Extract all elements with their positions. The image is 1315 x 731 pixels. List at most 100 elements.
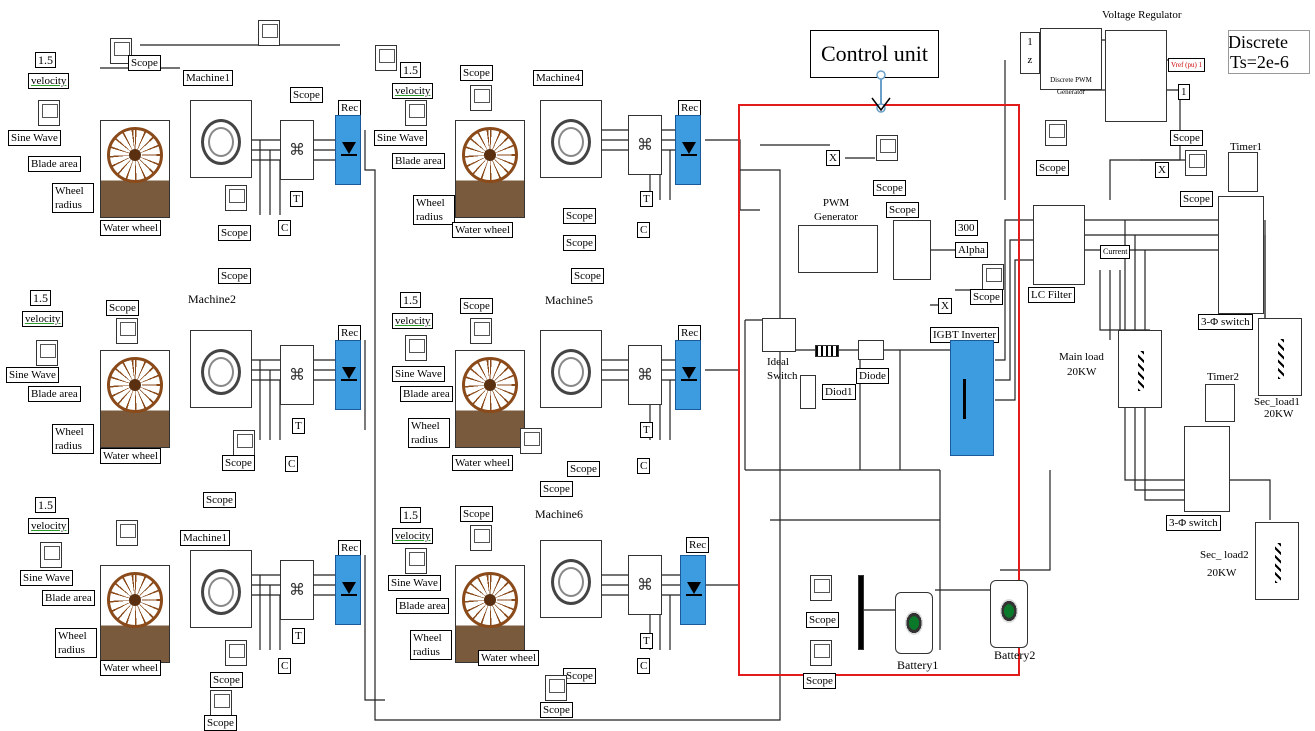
control-unit-pointer [868, 70, 894, 114]
scope-block[interactable] [1185, 150, 1207, 176]
rectifier-block-3[interactable] [335, 555, 361, 625]
diode-icon [682, 142, 696, 154]
diode-block[interactable] [858, 340, 884, 360]
water-wheel-block-3[interactable] [100, 565, 170, 663]
product-x-1[interactable]: X [826, 150, 840, 166]
scope-label: Scope [460, 298, 493, 314]
transformer-block-2[interactable]: ⌘ [280, 345, 314, 405]
scope-block[interactable] [225, 185, 247, 211]
rectifier-block-4[interactable] [675, 115, 701, 185]
scope-block[interactable] [116, 318, 138, 344]
scope-block[interactable] [1045, 120, 1067, 146]
sec-load2-block[interactable] [1255, 522, 1299, 600]
lc-filter-block[interactable] [1033, 205, 1085, 285]
wheel-radius-label-1: Wheel radius [52, 183, 94, 213]
ideal-switch-block[interactable] [762, 318, 796, 352]
transformer-block-6[interactable]: ⌘ [628, 555, 662, 615]
battery1-block[interactable] [895, 592, 933, 654]
pwm-generator-block[interactable] [798, 225, 878, 273]
transformer-block-5[interactable]: ⌘ [628, 345, 662, 405]
scope-label: Scope [128, 55, 161, 71]
wheel-radius-label-5: Wheel radius [408, 418, 450, 448]
sine-wave-block-6[interactable] [405, 548, 427, 574]
scope-block[interactable] [225, 640, 247, 666]
scope-label: Scope [210, 672, 243, 688]
scope-block[interactable] [470, 318, 492, 344]
timer2-block[interactable] [1205, 384, 1235, 422]
diode-bar-icon [681, 154, 697, 156]
water-wheel-block-1[interactable] [100, 120, 170, 218]
product-x-2[interactable]: X [938, 298, 952, 314]
scope-block[interactable] [520, 428, 542, 454]
scope-block[interactable] [210, 690, 232, 716]
sine-wave-block-1[interactable] [38, 100, 60, 126]
rec-label-4: Rec [678, 100, 701, 116]
synchronous-machine-1[interactable] [190, 100, 252, 178]
scope-block[interactable] [810, 575, 832, 601]
water-wheel-block-4[interactable] [455, 120, 525, 218]
diod1-label: Diod1 [822, 384, 856, 400]
t-label-3: T [292, 628, 305, 644]
velocity-constant-5[interactable]: 1.5 [400, 292, 421, 308]
machine-core-icon [558, 127, 584, 157]
rectifier-block-6[interactable] [680, 555, 706, 625]
water-wheel-block-2[interactable] [100, 350, 170, 448]
synchronous-machine-5[interactable] [540, 330, 602, 408]
synchronous-machine-3[interactable] [190, 550, 252, 628]
rectifier-block-2[interactable] [335, 340, 361, 410]
scope-block-multi[interactable] [893, 220, 931, 280]
scope-block[interactable] [810, 640, 832, 666]
velocity-constant-1[interactable]: 1.5 [35, 52, 56, 68]
sine-wave-block-5[interactable] [405, 335, 427, 361]
scope-label: Scope [203, 492, 236, 508]
velocity-constant-6[interactable]: 1.5 [400, 507, 421, 523]
sec-load1-block[interactable] [1258, 318, 1302, 396]
timer1-block[interactable] [1228, 152, 1258, 192]
scope-block[interactable] [470, 85, 492, 111]
battery2-block[interactable] [990, 580, 1028, 648]
transformer-block-4[interactable]: ⌘ [628, 115, 662, 175]
main-load-block[interactable] [1118, 330, 1162, 408]
velocity-constant-4[interactable]: 1.5 [400, 62, 421, 78]
machine-core-icon [208, 577, 234, 607]
three-phase-switch-2[interactable] [1184, 426, 1230, 512]
sine-wave-block-2[interactable] [36, 340, 58, 366]
three-phase-switch-1[interactable] [1218, 196, 1264, 314]
sec-load2-label-1: Sec_ load2 [1198, 548, 1251, 562]
t-label-5: T [640, 422, 653, 438]
igbt-inverter-block[interactable] [950, 340, 994, 456]
synchronous-machine-2[interactable] [190, 330, 252, 408]
diod1-block[interactable] [800, 375, 816, 409]
rectifier-block-5[interactable] [675, 340, 701, 410]
scope-block[interactable] [982, 264, 1004, 290]
scope-block[interactable] [545, 675, 567, 701]
wheel-hub-icon [129, 594, 141, 606]
scope-block[interactable] [233, 430, 255, 456]
sine-wave-block-4[interactable] [405, 100, 427, 126]
scope-block[interactable] [470, 525, 492, 551]
voltage-regulator-block[interactable] [1105, 30, 1167, 122]
scope-block[interactable] [258, 20, 280, 46]
water-wheel-block-6[interactable] [455, 565, 525, 663]
product-x-3[interactable]: X [1155, 162, 1169, 178]
transformer-block-1[interactable]: ⌘ [280, 120, 314, 180]
scope-block[interactable] [375, 45, 397, 71]
rectifier-block-1[interactable] [335, 115, 361, 185]
water-wheel-block-5[interactable] [455, 350, 525, 448]
alpha-constant[interactable]: 300 [955, 220, 978, 236]
velocity-constant-2[interactable]: 1.5 [30, 290, 51, 306]
sine-wave-block-3[interactable] [40, 542, 62, 568]
scope-block[interactable] [116, 520, 138, 546]
transformer-block-3[interactable]: ⌘ [280, 560, 314, 620]
diode-icon [687, 582, 701, 594]
scope-block[interactable] [876, 135, 898, 161]
powergui-block[interactable] [1228, 30, 1310, 74]
synchronous-machine-4[interactable] [540, 100, 602, 178]
water-wheel-label-4: Water wheel [452, 222, 513, 238]
machine-core-icon [558, 357, 584, 387]
battery-icon [1000, 599, 1018, 623]
velocity-constant-3[interactable]: 1.5 [35, 497, 56, 513]
vref-constant[interactable]: 1 [1178, 84, 1190, 100]
synchronous-machine-6[interactable] [540, 540, 602, 618]
